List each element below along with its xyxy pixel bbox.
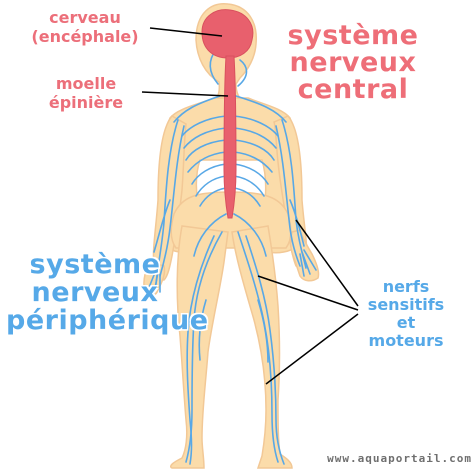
right-leg xyxy=(231,225,293,469)
central-system-label-line-2: nerveux xyxy=(289,47,417,78)
nerves-leader-line-arm xyxy=(295,219,359,307)
right-hand xyxy=(289,229,320,282)
peripheral-system-label-line-2: nerveux xyxy=(31,277,159,308)
leader-lines xyxy=(141,27,359,385)
brain-label-line-1: cerveau xyxy=(49,8,121,27)
central-system-label-line-1: système xyxy=(287,20,419,51)
spine-leader-line xyxy=(141,91,229,97)
brain-leader-line xyxy=(149,27,223,37)
spinal-cord-label: moelle épinière xyxy=(30,74,142,112)
peripheral-nerves xyxy=(147,49,317,465)
central-system-label-line-3: central xyxy=(297,74,409,105)
watermark: www.aquaportail.com xyxy=(327,452,472,465)
nerves-leader-line-knee xyxy=(265,313,359,385)
nerves-label-line-4: moteurs xyxy=(368,331,444,350)
spinal-cord-label-line-1: moelle xyxy=(55,74,117,93)
spinal-cord xyxy=(223,55,237,219)
nerves-label-line-3: et xyxy=(396,313,416,332)
peripheral-system-label-line-3: périphérique xyxy=(6,305,209,336)
peripheral-system-label-line-1: système xyxy=(29,249,161,280)
peripheral-system-label: système nerveux périphérique xyxy=(6,249,209,336)
nerves-leader-line-leg xyxy=(257,275,359,311)
nerves-label-line-2: sensitifs xyxy=(367,295,445,314)
nerves-label: nerfs sensitifs et moteurs xyxy=(356,278,456,350)
central-system-label: système nerveux central xyxy=(278,22,428,103)
brain-label-line-2: (encéphale) xyxy=(31,27,139,46)
nerves-label-line-1: nerfs xyxy=(382,277,430,296)
spinal-cord-label-line-2: épinière xyxy=(48,93,124,112)
brain-label: cerveau (encéphale) xyxy=(10,8,160,46)
brain xyxy=(201,9,254,59)
